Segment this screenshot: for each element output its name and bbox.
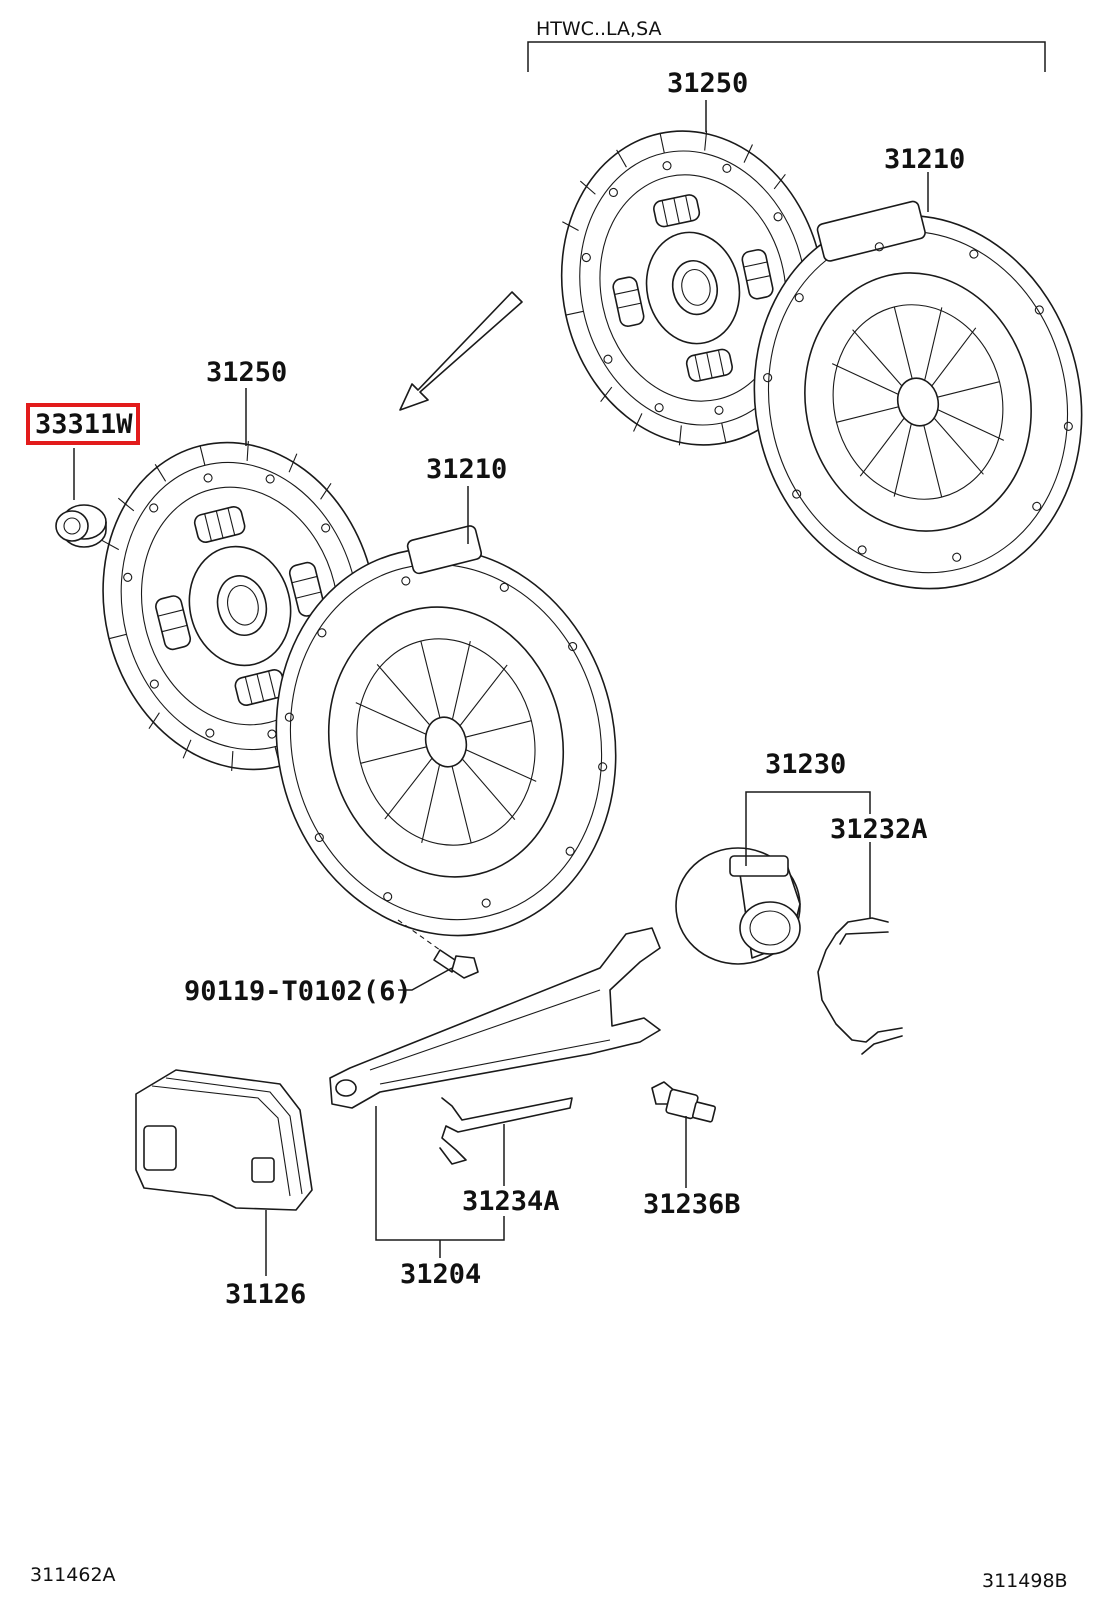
part-label-31230[interactable]: 31230 bbox=[765, 749, 847, 780]
release-bearing-drawing bbox=[675, 847, 801, 965]
part-label-31126[interactable]: 31126 bbox=[225, 1279, 307, 1310]
clutch-cover-lower-drawing bbox=[275, 525, 617, 937]
release-fork-support-drawing bbox=[651, 1081, 717, 1123]
leader-lines bbox=[73, 100, 929, 1276]
part-label-31234a[interactable]: 31234A bbox=[462, 1186, 560, 1217]
release-fork-drawing bbox=[329, 927, 661, 1109]
assembly-direction-arrow bbox=[399, 291, 523, 411]
cover-bolt-drawing bbox=[397, 919, 479, 979]
part-label-90119-t0102[interactable]: 90119-T0102(6) bbox=[184, 976, 412, 1007]
footer-code-left: 311462A bbox=[30, 1564, 116, 1586]
clutch-cover-upper-drawing bbox=[753, 200, 1083, 590]
part-label-31210-upper[interactable]: 31210 bbox=[884, 144, 966, 175]
part-label-31204[interactable]: 31204 bbox=[400, 1259, 482, 1290]
release-bearing-clip-drawing bbox=[817, 917, 903, 1055]
release-fork-boot-drawing bbox=[135, 1069, 313, 1211]
part-label-31236b[interactable]: 31236B bbox=[643, 1189, 741, 1220]
footer-code-right: 311498B bbox=[982, 1570, 1068, 1592]
release-fork-spring-drawing bbox=[439, 1097, 573, 1165]
group-header-label: HTWC..LA,SA bbox=[536, 18, 662, 40]
part-label-33311w-highlighted[interactable]: 33311W bbox=[26, 403, 140, 445]
part-label-31250-upper[interactable]: 31250 bbox=[667, 68, 749, 99]
pilot-bearing-drawing bbox=[55, 504, 107, 548]
part-label-31250-lower[interactable]: 31250 bbox=[206, 357, 288, 388]
part-label-31210-lower[interactable]: 31210 bbox=[426, 454, 508, 485]
group-bracket bbox=[527, 41, 1046, 72]
part-label-31232a[interactable]: 31232A bbox=[830, 814, 928, 845]
